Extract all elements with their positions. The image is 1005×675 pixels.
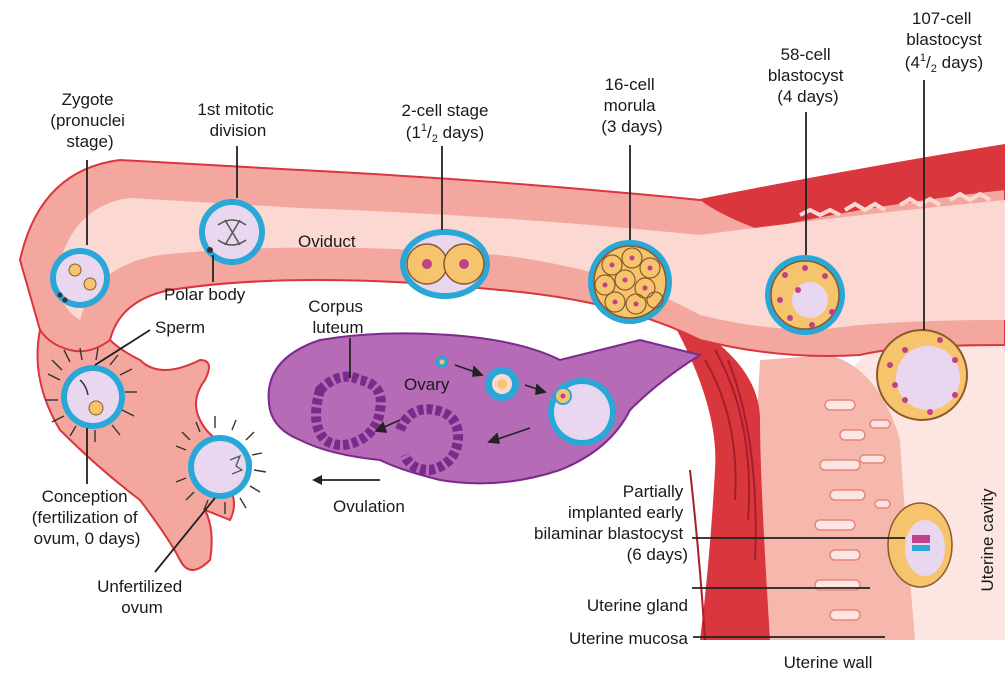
implanted-blastocyst xyxy=(888,503,952,587)
blastocyst-58-label: 58-cell blastocyst (4 days) xyxy=(768,45,848,106)
uterine-mucosa-label: Uterine mucosa xyxy=(569,629,689,648)
corpus-luteum-line1: Corpus xyxy=(308,297,363,316)
implanted-line1: Partially xyxy=(623,482,684,501)
b58-label-line3: (4 days) xyxy=(777,87,838,106)
corpus-luteum-line2: luteum xyxy=(312,318,363,337)
b107-label-line2: blastocyst xyxy=(906,30,982,49)
conception-label: Conception (fertilization of ovum, 0 day… xyxy=(32,487,143,548)
zygote-label-line1: Zygote xyxy=(62,90,114,109)
zygote-label-line2: (pronuclei xyxy=(50,111,125,130)
unfertilized-line1: Unfertilized xyxy=(97,577,182,596)
sperm-label: Sperm xyxy=(155,318,205,337)
fifty-eight-cell-blastocyst xyxy=(765,255,845,335)
morula-label-line2: morula xyxy=(604,96,657,115)
first-mitotic-division-label: 1st mitotic division xyxy=(197,100,278,140)
conception-line1: Conception xyxy=(42,487,128,506)
zygote-cell xyxy=(50,248,110,308)
mitotic-label-line1: 1st mitotic xyxy=(197,100,274,119)
implanted-line2: implanted early xyxy=(568,503,684,522)
two-cell-embryo xyxy=(400,229,490,299)
blastocyst-107-label: 107-cell blastocyst xyxy=(906,9,982,49)
morula-label-line3: (3 days) xyxy=(601,117,662,136)
primary-follicle-oocyte xyxy=(440,360,445,365)
ovary xyxy=(269,333,700,483)
implanted-blastocyst-label: Partially implanted early bilaminar blas… xyxy=(534,482,688,564)
morula-label-line1: 16-cell xyxy=(605,75,655,94)
zygote-label-line3: stage) xyxy=(66,132,113,151)
ovulation-label: Ovulation xyxy=(333,497,405,516)
two-cell-stage-label: 2-cell stage xyxy=(402,101,489,120)
b58-label-line2: blastocyst xyxy=(768,66,844,85)
two-cell-days-open: (1 xyxy=(406,123,421,142)
oviduct-label: Oviduct xyxy=(298,232,356,251)
implanted-line4: (6 days) xyxy=(627,545,688,564)
two-cell-days-label: (11/2 days) xyxy=(406,122,484,145)
morula-label: 16-cell morula (3 days) xyxy=(601,75,662,136)
ovary-body xyxy=(269,333,700,483)
unfertilized-ovum-label: Unfertilized ovum xyxy=(97,577,187,617)
two-cell-label-line1: 2-cell stage xyxy=(402,101,489,120)
two-cell-days-close: days) xyxy=(438,123,484,142)
polar-body-label: Polar body xyxy=(164,285,246,304)
sixteen-cell-morula xyxy=(588,240,672,324)
uterine-gland-label: Uterine gland xyxy=(587,596,688,615)
zygote-label: Zygote (pronuclei stage) xyxy=(50,90,129,151)
b58-label-line1: 58-cell xyxy=(781,45,831,64)
one-hundred-seven-cell-blastocyst xyxy=(877,330,967,420)
first-mitotic-division-cell xyxy=(199,199,265,265)
secondary-follicle-oocyte xyxy=(497,379,507,389)
b107-label-line1: 107-cell xyxy=(912,9,972,28)
uterine-wall-label: Uterine wall xyxy=(784,653,873,672)
b107-days-close: days) xyxy=(937,53,983,72)
mature-follicle-nucleus xyxy=(561,394,566,399)
b107-days-open: (4 xyxy=(905,53,920,72)
ovary-label: Ovary xyxy=(404,375,450,394)
conception-line3: ovum, 0 days) xyxy=(34,529,141,548)
unfertilized-line2: ovum xyxy=(121,598,163,617)
mitotic-label-line2: division xyxy=(210,121,267,140)
conception-line2: (fertilization of xyxy=(32,508,138,527)
corpus-luteum-label: Corpus luteum xyxy=(308,297,368,337)
uterine-cavity-label: Uterine cavity xyxy=(978,488,997,591)
implanted-line3: bilaminar blastocyst xyxy=(534,524,684,543)
blastocyst-107-days-label: (41/2 days) xyxy=(905,52,983,75)
